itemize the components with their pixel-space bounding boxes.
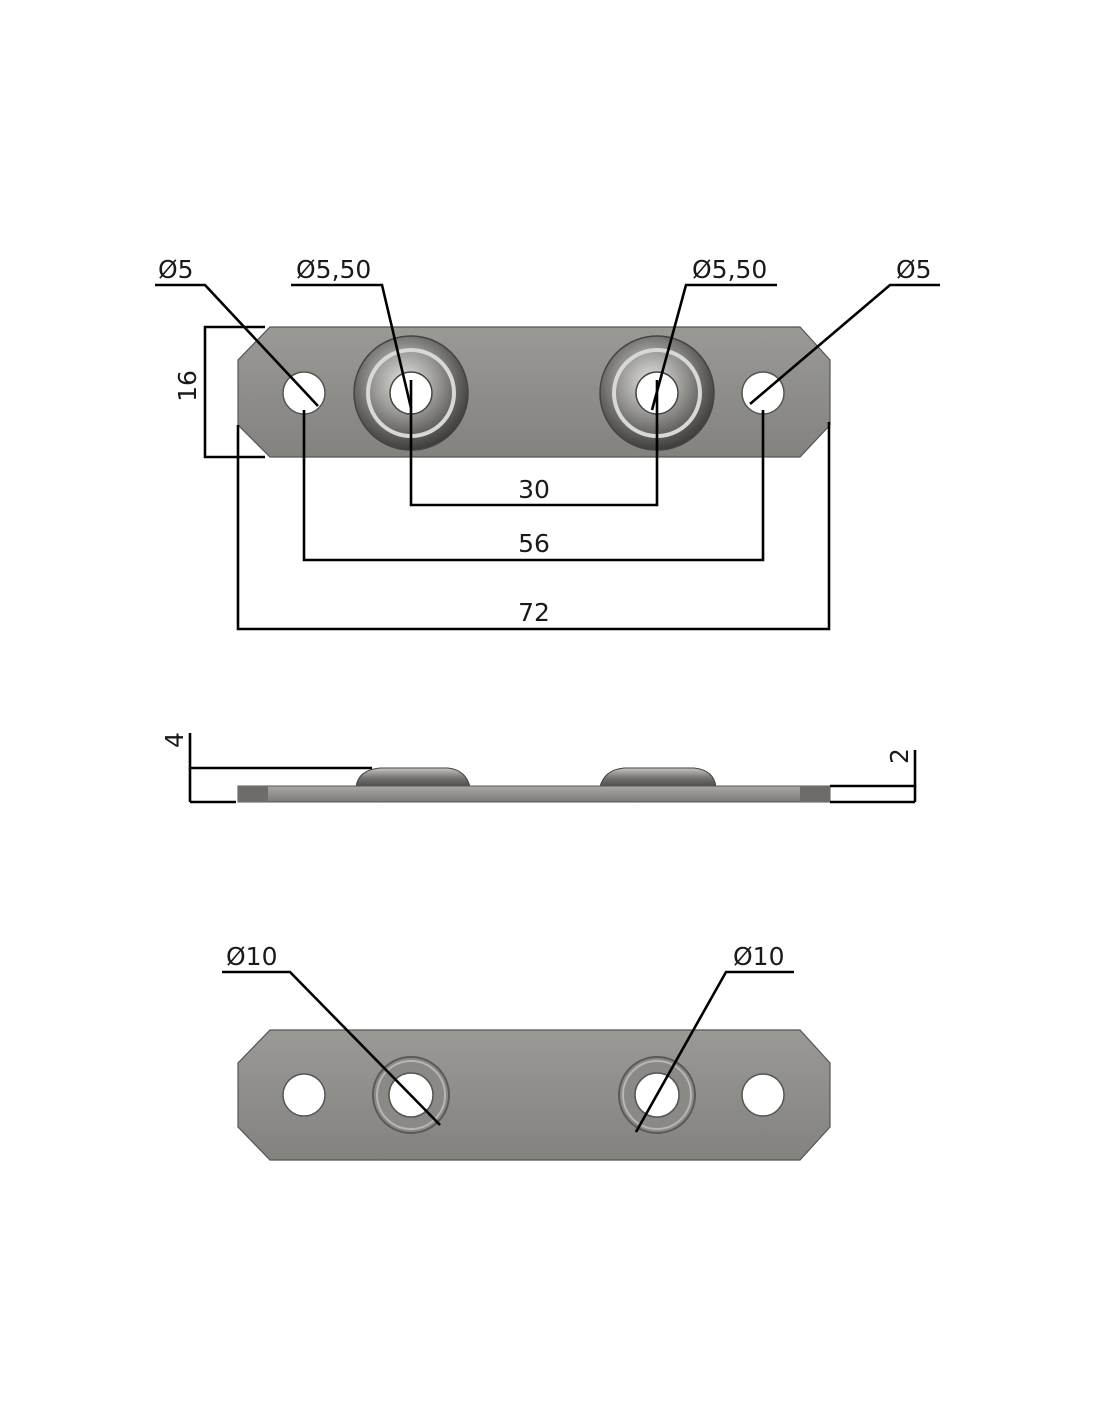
- label-counterbore-right: Ø10: [733, 942, 785, 971]
- leader-right-outer: [749, 283, 940, 405]
- bottom-counterbore-right-rim: [622, 1060, 692, 1130]
- label-counterbore-left: Ø10: [226, 942, 278, 971]
- side-plate-left-end: [238, 786, 268, 802]
- leader-right-inner: [650, 283, 777, 411]
- bottom-hole-left: [282, 1073, 326, 1117]
- dim-span-inner-line: [409, 380, 659, 507]
- side-bump-right: [599, 767, 717, 788]
- dim-span-inner-label: 30: [518, 475, 550, 504]
- label-right-inner: Ø5,50: [692, 255, 767, 284]
- side-bump-left: [355, 767, 471, 788]
- leader-counterbore-left: [222, 970, 441, 1126]
- leader-counterbore-right: [634, 970, 794, 1133]
- leader-left-inner: [291, 283, 413, 409]
- bottom-view: Ø10 Ø10: [222, 942, 831, 1161]
- bottom-plate: [237, 1029, 831, 1161]
- top-plate: [237, 326, 831, 458]
- dim-span-total-line: [236, 422, 831, 631]
- dim-total-height-label: 4: [160, 732, 189, 748]
- dim-height-label: 16: [173, 370, 202, 402]
- dim-span-total-label: 72: [518, 598, 550, 627]
- dim-total-height-line: [188, 733, 372, 770]
- top-view: 16 Ø5 Ø5,50 Ø5,50 Ø5 30 56 72: [155, 255, 940, 631]
- side-plate: [237, 785, 831, 803]
- top-hole-left: [282, 371, 326, 415]
- label-right-outer: Ø5: [896, 255, 932, 284]
- dim-thickness-label: 2: [885, 748, 914, 764]
- dim-span-middle-line: [302, 410, 765, 562]
- dim-span-middle-label: 56: [518, 529, 550, 558]
- dim-height-line: [203, 325, 265, 459]
- bottom-hole-right: [741, 1073, 785, 1117]
- label-left-inner: Ø5,50: [296, 255, 371, 284]
- leader-left-outer: [155, 283, 319, 407]
- bottom-counterbore-left-rim: [376, 1060, 446, 1130]
- side-view: 4 2: [160, 732, 917, 804]
- label-left-outer: Ø5: [158, 255, 194, 284]
- side-plate-right-end: [800, 786, 830, 802]
